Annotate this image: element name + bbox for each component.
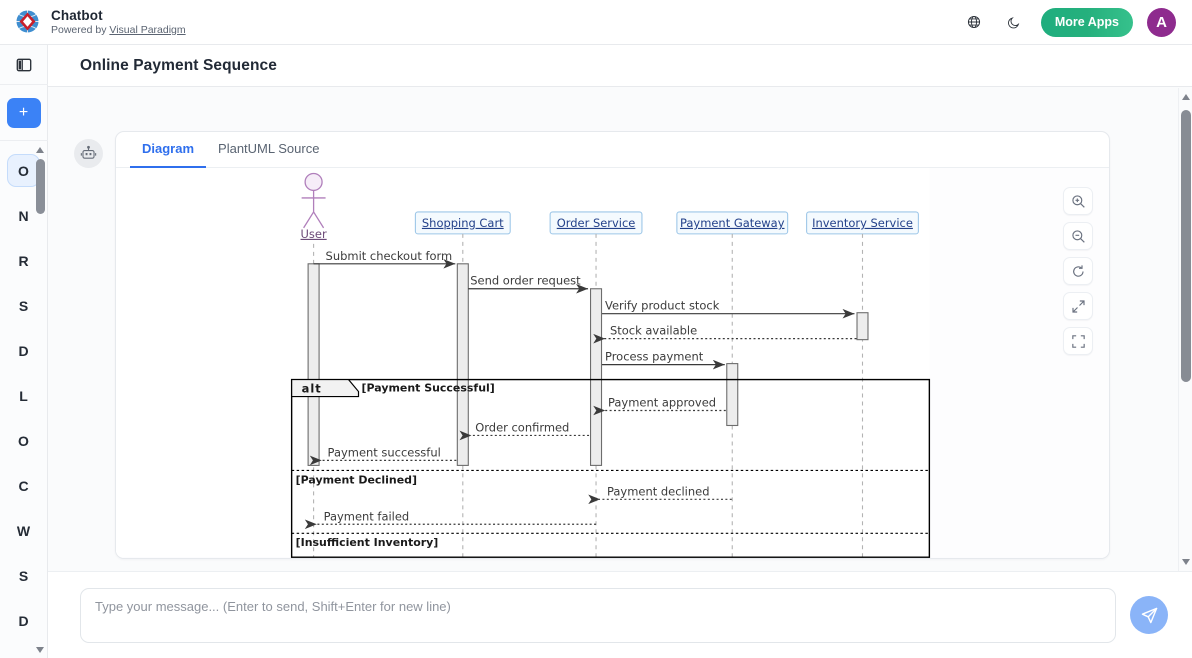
triangle-down-icon[interactable] — [35, 644, 46, 655]
fullscreen-icon[interactable] — [1063, 327, 1093, 355]
scroll-down-icon[interactable] — [1179, 555, 1192, 569]
alt-fragment: alt [Payment Successful] [Payment Declin… — [290, 378, 931, 558]
rail-chat-item[interactable]: S — [0, 283, 48, 328]
document-header: Online Payment Sequence — [48, 45, 1192, 87]
left-rail: + O N R S D L O C W S D — [0, 45, 48, 658]
rail-chat-item[interactable]: D — [0, 598, 48, 643]
svg-text:Order Service: Order Service — [557, 216, 636, 230]
powered-by-text: Powered by — [51, 23, 110, 36]
rail-chat-item[interactable]: O — [0, 148, 48, 193]
actor-user — [301, 172, 326, 229]
rail-chat-item[interactable]: R — [0, 238, 48, 283]
brand-text: Chatbot Powered by Visual Paradigm — [51, 8, 186, 36]
globe-icon[interactable] — [961, 9, 987, 35]
svg-text:Payment Gateway: Payment Gateway — [680, 216, 785, 230]
rail-chat-item[interactable]: L — [0, 373, 48, 418]
msg-label-send-order-request: Send order request — [470, 274, 581, 288]
actor-label-user: User — [301, 227, 327, 241]
top-bar-actions: More Apps A — [961, 7, 1180, 37]
participant-inventory-service: Inventory Service — [806, 211, 919, 235]
zoom-in-icon[interactable] — [1063, 187, 1093, 215]
rail-chat-initial: R — [18, 252, 29, 269]
rail-chat-item[interactable]: D — [0, 328, 48, 373]
rail-chat-initial: S — [18, 297, 29, 314]
participant-payment-gateway: Payment Gateway — [676, 211, 789, 235]
rail-chat-item[interactable]: N — [0, 193, 48, 238]
bot-message-row: Diagram PlantUML Source — [48, 87, 1192, 559]
rail-chat-item[interactable]: O — [0, 418, 48, 463]
page-scrollbar[interactable] — [1178, 88, 1192, 571]
avatar[interactable]: A — [1147, 7, 1176, 37]
diagram-viewport[interactable]: User Shopping Cart Order Service P — [116, 168, 1109, 558]
brand-subtitle: Powered by Visual Paradigm — [51, 24, 186, 36]
msg-label-stock-available: Stock available — [610, 324, 697, 338]
rail-chat-item[interactable]: C — [0, 463, 48, 508]
message-input[interactable] — [80, 587, 1116, 643]
brand: Chatbot Powered by Visual Paradigm — [12, 8, 186, 36]
messages — [304, 259, 857, 530]
msg-label-verify-product-stock: Verify product stock — [605, 299, 720, 313]
reset-icon[interactable] — [1063, 257, 1093, 285]
rail-chat-initial: C — [18, 477, 29, 494]
more-apps-button[interactable]: More Apps — [1040, 7, 1133, 37]
top-bar: Chatbot Powered by Visual Paradigm More … — [0, 0, 1192, 45]
rail-chat-initial: L — [19, 387, 28, 404]
fragment-operator: alt — [302, 382, 322, 396]
participant-shopping-cart: Shopping Cart — [414, 211, 511, 235]
globe-diamond-logo — [14, 8, 41, 35]
msg-label-submit-checkout-form: Submit checkout form — [326, 249, 453, 263]
svg-text:Inventory Service: Inventory Service — [812, 216, 913, 230]
msg-label-order-confirmed: Order confirmed — [475, 420, 569, 434]
triangle-up-icon[interactable] — [35, 144, 46, 155]
rail-chat-initial: O — [18, 432, 29, 449]
rail-chat-initial: W — [16, 522, 31, 539]
page-title: Online Payment Sequence — [80, 56, 277, 74]
visual-paradigm-link[interactable]: Visual Paradigm — [109, 23, 186, 36]
new-chat-button[interactable]: + — [6, 97, 41, 128]
chat-area: Diagram PlantUML Source — [48, 87, 1192, 571]
rail-chat-initial: N — [18, 207, 29, 224]
rail-scrollbar-thumb[interactable] — [35, 159, 45, 214]
svg-text:Shopping Cart: Shopping Cart — [422, 216, 504, 230]
sequence-diagram-svg: User Shopping Cart Order Service P — [116, 168, 1109, 558]
fragment-guard-2: [Payment Declined] — [296, 473, 417, 486]
moon-icon[interactable] — [1001, 9, 1027, 35]
page-scrollbar-thumb[interactable] — [1181, 110, 1191, 382]
msg-label-payment-failed: Payment failed — [324, 509, 410, 523]
msg-label-payment-declined: Payment declined — [607, 484, 709, 498]
tab-diagram[interactable]: Diagram — [130, 132, 207, 168]
rail-chat-initial: D — [18, 612, 29, 629]
tab-plantuml-source[interactable]: PlantUML Source — [206, 132, 331, 168]
zoom-out-icon[interactable] — [1063, 222, 1093, 250]
robot-icon — [74, 139, 103, 168]
message-labels: Submit checkout form Send order request … — [324, 249, 720, 523]
composer — [48, 571, 1192, 658]
diagram-tabs: Diagram PlantUML Source — [116, 132, 1109, 168]
msg-label-payment-successful: Payment successful — [328, 445, 441, 459]
msg-label-payment-approved: Payment approved — [608, 396, 716, 410]
rail-chat-item[interactable]: S — [0, 553, 48, 598]
fragment-guard-1: [Payment Successful] — [362, 382, 495, 395]
send-button[interactable] — [1130, 596, 1168, 634]
rail-chat-initial: O — [7, 154, 40, 187]
diagram-message-card: Diagram PlantUML Source — [115, 131, 1110, 559]
rail-chat-list: O N R S D L O C W S D — [0, 141, 48, 658]
participant-order-service: Order Service — [549, 211, 643, 235]
panel-toggle-icon[interactable] — [0, 45, 48, 85]
rail-chat-initial: D — [18, 342, 29, 359]
msg-label-process-payment: Process payment — [605, 350, 704, 364]
new-chat-wrap: + — [0, 85, 48, 141]
rail-chat-initial: S — [18, 567, 29, 584]
rail-chat-item[interactable]: W — [0, 508, 48, 553]
rail-scrollbar[interactable] — [35, 141, 46, 658]
scroll-up-icon[interactable] — [1179, 90, 1192, 104]
zoom-toolbar — [1063, 187, 1093, 355]
fragment-guard-3: [Insufficient Inventory] — [296, 536, 439, 549]
brand-title: Chatbot — [51, 8, 103, 24]
expand-icon[interactable] — [1063, 292, 1093, 320]
